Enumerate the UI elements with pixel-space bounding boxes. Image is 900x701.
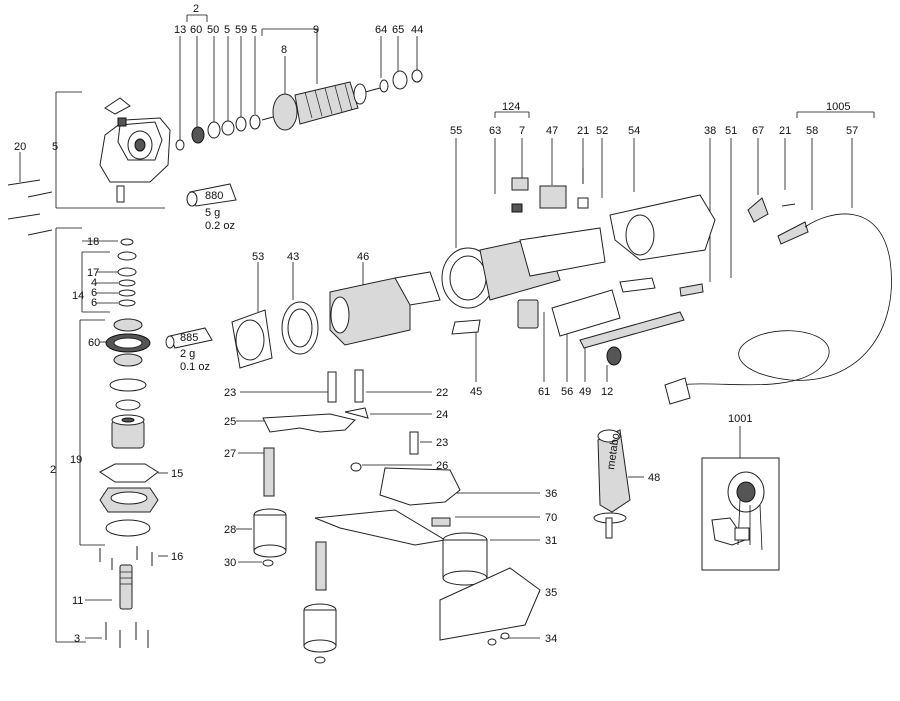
callout-21-b: 21	[779, 125, 791, 137]
callout-19: 19	[70, 454, 82, 466]
callout-45: 45	[470, 386, 482, 398]
callout-54: 54	[628, 125, 640, 137]
callout-47: 47	[546, 125, 558, 137]
callout-labels: 2 13 60 50 5 59 5 9 8 64 65 44 5 20 880 …	[14, 3, 858, 645]
callout-61: 61	[538, 386, 550, 398]
callout-7: 7	[519, 125, 525, 137]
callout-4: 4	[91, 277, 97, 289]
guard-assembly	[253, 369, 541, 664]
callout-46: 46	[357, 251, 369, 263]
callout-21-a: 21	[577, 125, 589, 137]
callout-5-b: 5	[251, 24, 257, 36]
callout-885-weight: 2 g	[180, 348, 195, 360]
callout-34: 34	[545, 633, 557, 645]
callout-6-b: 6	[91, 297, 97, 309]
gear-housing	[99, 97, 237, 207]
callout-63: 63	[489, 125, 501, 137]
callout-9: 9	[313, 24, 319, 36]
screw-set-20	[7, 179, 53, 236]
callout-17: 17	[87, 267, 99, 279]
callout-24: 24	[436, 409, 448, 421]
callout-3: 3	[74, 633, 80, 645]
rear-cover	[609, 194, 716, 261]
callout-20: 20	[14, 141, 26, 153]
leader-lines	[19, 14, 875, 643]
callout-15: 15	[171, 468, 183, 480]
callout-43: 43	[287, 251, 299, 263]
callout-16: 16	[171, 551, 183, 563]
callout-23-a: 23	[224, 387, 236, 399]
motor-parts	[231, 271, 441, 369]
callout-2-top: 2	[193, 3, 199, 15]
callout-11: 11	[72, 595, 83, 607]
callout-880: 880	[205, 190, 223, 202]
motor-housing	[441, 227, 606, 335]
callout-8: 8	[281, 44, 287, 56]
callout-44: 44	[411, 24, 423, 36]
callout-12: 12	[601, 386, 613, 398]
callout-35: 35	[545, 587, 557, 599]
callout-38: 38	[704, 125, 716, 137]
callout-56: 56	[561, 386, 573, 398]
callout-885: 885	[180, 332, 198, 344]
callout-30: 30	[224, 557, 236, 569]
spindle-small-parts	[175, 114, 261, 151]
callout-49: 49	[579, 386, 591, 398]
detail-box-1001	[701, 457, 780, 571]
callout-27: 27	[224, 448, 236, 460]
callout-2-left: 2	[50, 464, 56, 476]
callout-55: 55	[450, 125, 462, 137]
callout-65: 65	[392, 24, 404, 36]
callout-22: 22	[436, 387, 448, 399]
callout-880-oz: 0.2 oz	[205, 220, 235, 232]
callout-50: 50	[207, 24, 219, 36]
electronics	[517, 289, 685, 366]
side-handle	[593, 429, 631, 539]
label-strips	[619, 277, 704, 297]
callout-51: 51	[725, 125, 737, 137]
callout-124: 124	[502, 101, 520, 113]
callout-1005: 1005	[826, 101, 850, 113]
callout-52: 52	[596, 125, 608, 137]
callout-67: 67	[752, 125, 764, 137]
callout-25: 25	[224, 416, 236, 428]
callout-59: 59	[235, 24, 247, 36]
armature	[261, 69, 423, 131]
part-shapes	[7, 69, 892, 664]
callout-57: 57	[846, 125, 858, 137]
callout-70: 70	[545, 512, 557, 524]
callout-48: 48	[648, 472, 660, 484]
callout-31: 31	[545, 535, 557, 547]
callout-36: 36	[545, 488, 557, 500]
callout-23-b: 23	[436, 437, 448, 449]
cable-assembly	[664, 197, 892, 405]
callout-5-a: 5	[224, 24, 230, 36]
callout-28: 28	[224, 524, 236, 536]
callout-60-mid: 60	[88, 337, 100, 349]
handle-brand-text: metabo	[605, 432, 622, 470]
callout-64: 64	[375, 24, 387, 36]
callout-18: 18	[87, 236, 99, 248]
callout-58: 58	[806, 125, 818, 137]
callout-53: 53	[252, 251, 264, 263]
callout-6-a: 6	[91, 287, 97, 299]
callout-5-left: 5	[52, 141, 58, 153]
spindle-stack	[99, 238, 213, 648]
switch-parts	[511, 168, 589, 213]
callout-26: 26	[436, 460, 448, 472]
callout-885-oz: 0.1 oz	[180, 361, 210, 373]
callout-13: 13	[174, 24, 186, 36]
callout-60-top: 60	[190, 24, 202, 36]
callout-880-weight: 5 g	[205, 207, 220, 219]
callout-1001: 1001	[728, 413, 752, 425]
callout-14: 14	[72, 290, 84, 302]
